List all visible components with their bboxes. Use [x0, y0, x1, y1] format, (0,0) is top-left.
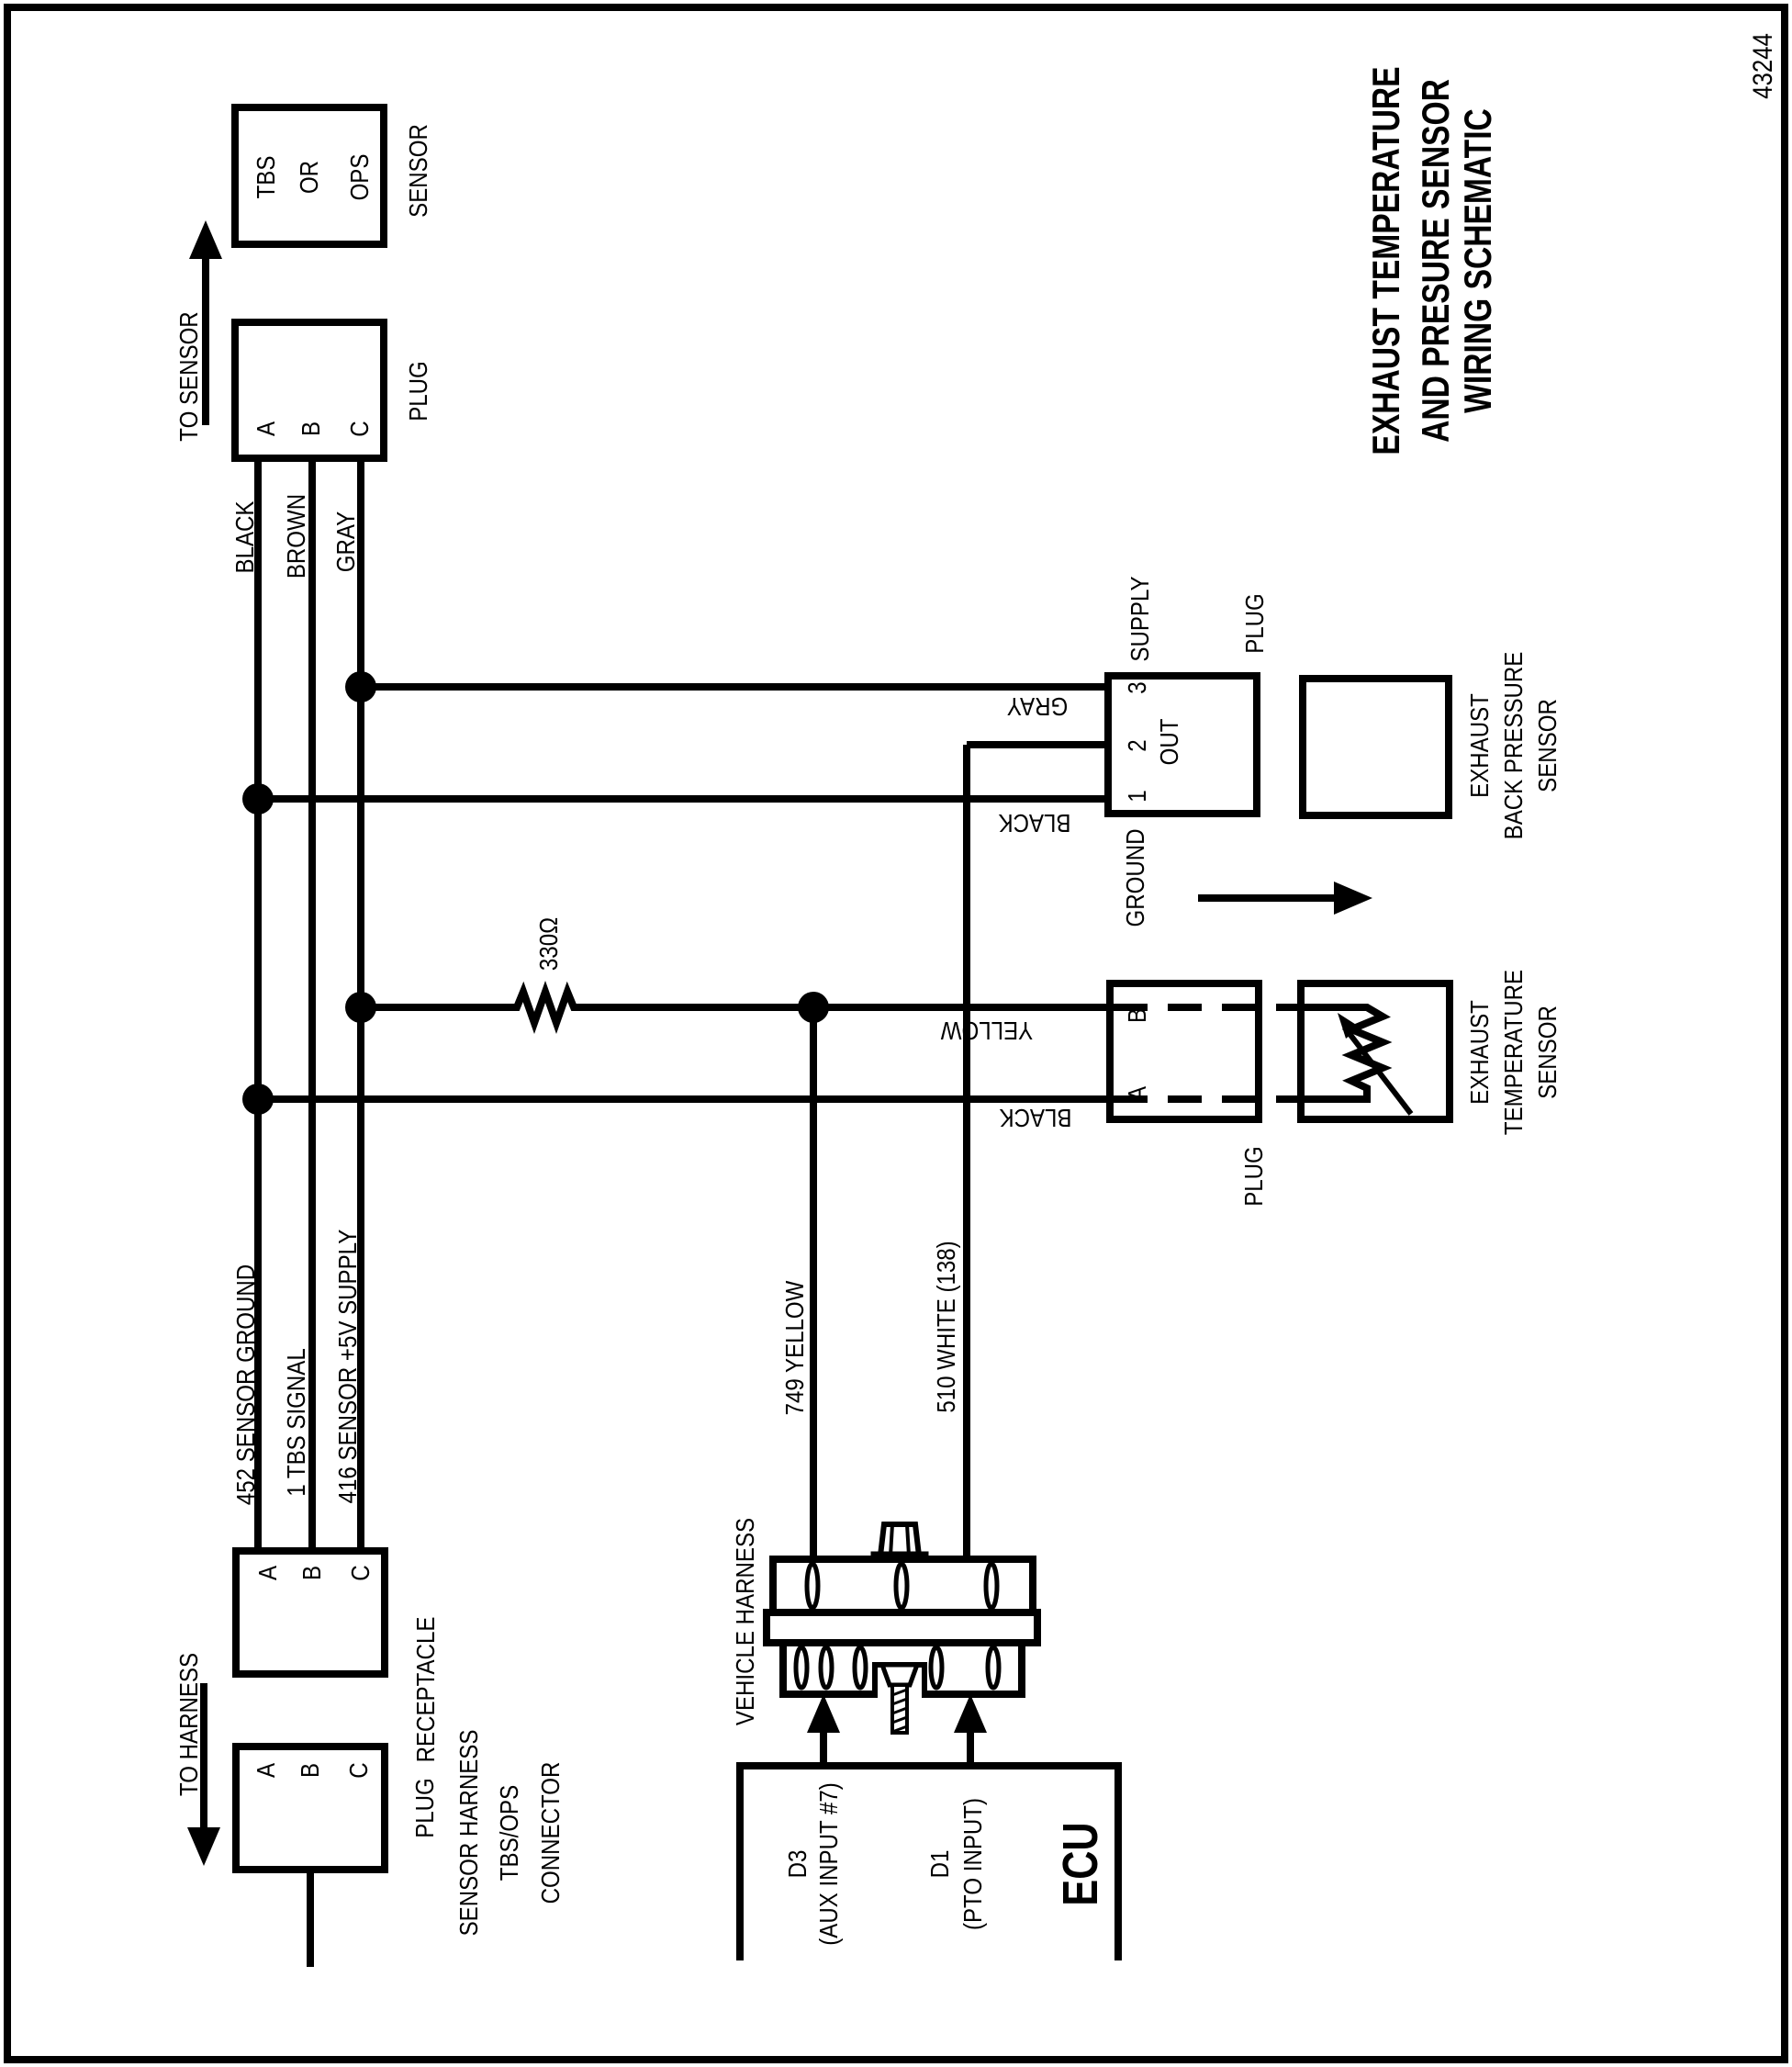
- pressure-sensor-label-2: BACK PRESSURE: [1499, 651, 1528, 840]
- wire-510-white-label: 510 WHITE (138): [932, 1241, 960, 1413]
- sensor-plug-pin-a: A: [252, 421, 280, 437]
- drawing-number: 43244: [1748, 33, 1778, 99]
- temp-plug-box: [1106, 980, 1262, 1123]
- pressure-arrow-line: [1198, 894, 1334, 902]
- wire-id-1-tbs-signal: 1 TBS SIGNAL: [282, 1348, 310, 1497]
- tbs-ops-sensor-line1: TBS: [252, 155, 280, 199]
- wire-gray-supply-horizontal: [361, 683, 1104, 691]
- temp-sensor-box-thermistor: [1297, 980, 1453, 1123]
- ecu-d1-arrowhead-icon: [954, 1694, 987, 1733]
- pressure-plug-out-label: OUT: [1155, 718, 1183, 766]
- ecu-d1-desc: (PTO INPUT): [958, 1797, 987, 1931]
- sensor-plug-box: [231, 319, 387, 462]
- wire-id-452-sensor-ground: 452 SENSOR GROUND: [231, 1264, 260, 1506]
- pressure-sensor-label-1: EXHAUST: [1465, 693, 1494, 798]
- wire-749-yellow-label: 749 YELLOW: [780, 1280, 809, 1416]
- wire-black-temp-horizontal: [258, 1095, 1106, 1103]
- ecu-d1-arrow-line: [967, 1730, 974, 1762]
- pressure-plug-box: [1104, 672, 1260, 817]
- ecu-d3-desc: (AUX INPUT #7): [814, 1782, 843, 1946]
- tbs-ops-sensor-line3: OPS: [345, 153, 374, 201]
- pressure-plug-pin-3: 3: [1123, 681, 1151, 694]
- pressure-wire-black-label: BLACK: [998, 809, 1071, 837]
- temp-sensor-label-3: SENSOR: [1533, 1005, 1562, 1099]
- wire-a-black-vertical: [254, 462, 262, 1547]
- receptacle-pin-c: C: [346, 1565, 375, 1581]
- ecu-d3-arrow-line: [820, 1730, 827, 1762]
- receptacle-pin-b: B: [297, 1565, 326, 1581]
- harness-plug-pin-c: C: [344, 1762, 373, 1779]
- pressure-sensor-label-3: SENSOR: [1533, 699, 1562, 792]
- pressure-plug-pin-1: 1: [1123, 790, 1151, 803]
- wire-black-ground-horizontal: [258, 795, 1104, 803]
- wire-out-horizontal: [967, 741, 1104, 748]
- sensor-plug-pin-b: B: [297, 421, 325, 437]
- harness-plug-label: PLUG: [410, 1778, 439, 1838]
- pressure-plug-ground-label: GROUND: [1121, 828, 1149, 927]
- temp-plug-dashed-wire-a: [1114, 1095, 1297, 1103]
- harness-plug-box: [232, 1743, 388, 1873]
- tbs-ops-sensor-label: SENSOR: [404, 124, 432, 218]
- pressure-plug-supply-label: SUPPLY: [1126, 576, 1154, 662]
- to-sensor-label: TO SENSOR: [174, 311, 203, 442]
- harness-plug-pin-a: A: [252, 1762, 280, 1779]
- wire-749-yellow-vertical: [810, 1007, 817, 1559]
- ecu-d3-label: D3: [783, 1849, 812, 1879]
- ecu-label: ECU: [1053, 1822, 1108, 1906]
- wire-yellow-left-segment: [361, 1004, 517, 1011]
- harness-plug-sub3: CONNECTOR: [536, 1761, 565, 1904]
- wire-c-color-label: GRAY: [331, 511, 360, 573]
- to-sensor-arrow-line: [202, 259, 209, 425]
- wire-a-color-label: BLACK: [230, 500, 259, 574]
- ecu-d3-arrowhead-icon: [807, 1694, 840, 1733]
- receptacle-label: RECEPTACLE: [411, 1616, 440, 1763]
- pressure-arrowhead-icon: [1334, 882, 1372, 915]
- wire-b-brown-vertical: [308, 462, 316, 1547]
- to-harness-arrow-line: [200, 1683, 207, 1827]
- receptacle-pin-a: A: [253, 1565, 282, 1581]
- pressure-sensor-box: [1299, 675, 1452, 819]
- receptacle-box: [232, 1547, 388, 1678]
- to-sensor-arrowhead-icon: [189, 220, 222, 259]
- ecu-d1-label: D1: [925, 1849, 954, 1879]
- resistor-value-label: 330Ω: [534, 916, 563, 972]
- temp-plug-label: PLUG: [1239, 1146, 1268, 1207]
- harness-plug-pin-b: B: [296, 1762, 324, 1779]
- page-border: [4, 4, 1788, 2063]
- pressure-plug-pin-2: 2: [1123, 739, 1151, 752]
- pressure-plug-label: PLUG: [1240, 593, 1269, 654]
- temp-sensor-label-2: TEMPERATURE: [1499, 969, 1528, 1136]
- temp-sensor-label-1: EXHAUST: [1465, 1000, 1494, 1105]
- tbs-ops-sensor-box: [231, 104, 387, 248]
- temp-plug-dashed-wire-b: [1114, 1004, 1297, 1011]
- harness-plug-sub2: TBS/OPS: [495, 1784, 523, 1882]
- wire-510-white-vertical: [963, 745, 970, 1559]
- temp-wire-yellow-label: YELLOW: [940, 1017, 1034, 1045]
- resistor-symbol: [505, 980, 589, 1035]
- title-line-1: EXHAUST TEMPERATURE: [1364, 66, 1407, 455]
- wire-id-416-5v-supply: 416 SENSOR +5V SUPPLY: [333, 1229, 362, 1504]
- title-line-2: AND PRESURE SENSOR: [1414, 79, 1457, 443]
- wire-b-color-label: BROWN: [282, 493, 310, 579]
- wire-yellow-right-segment: [578, 1004, 1106, 1011]
- vehicle-harness-connector: [763, 1522, 1041, 1735]
- sensor-plug-label: PLUG: [404, 361, 432, 421]
- harness-plug-sub1: SENSOR HARNESS: [454, 1729, 483, 1937]
- sensor-plug-pin-c: C: [345, 421, 374, 437]
- tbs-ops-sensor-line2: OR: [295, 160, 323, 195]
- harness-plug-stub-wire: [307, 1873, 314, 1967]
- pressure-wire-gray-label: GRAY: [1006, 692, 1069, 721]
- ecu-box: [736, 1762, 1122, 1960]
- temp-wire-black-label: BLACK: [999, 1104, 1072, 1132]
- title-line-3: WIRING SCHEMATIC: [1456, 108, 1499, 413]
- to-harness-arrowhead-icon: [187, 1827, 220, 1866]
- to-harness-label: TO HARNESS: [174, 1652, 203, 1797]
